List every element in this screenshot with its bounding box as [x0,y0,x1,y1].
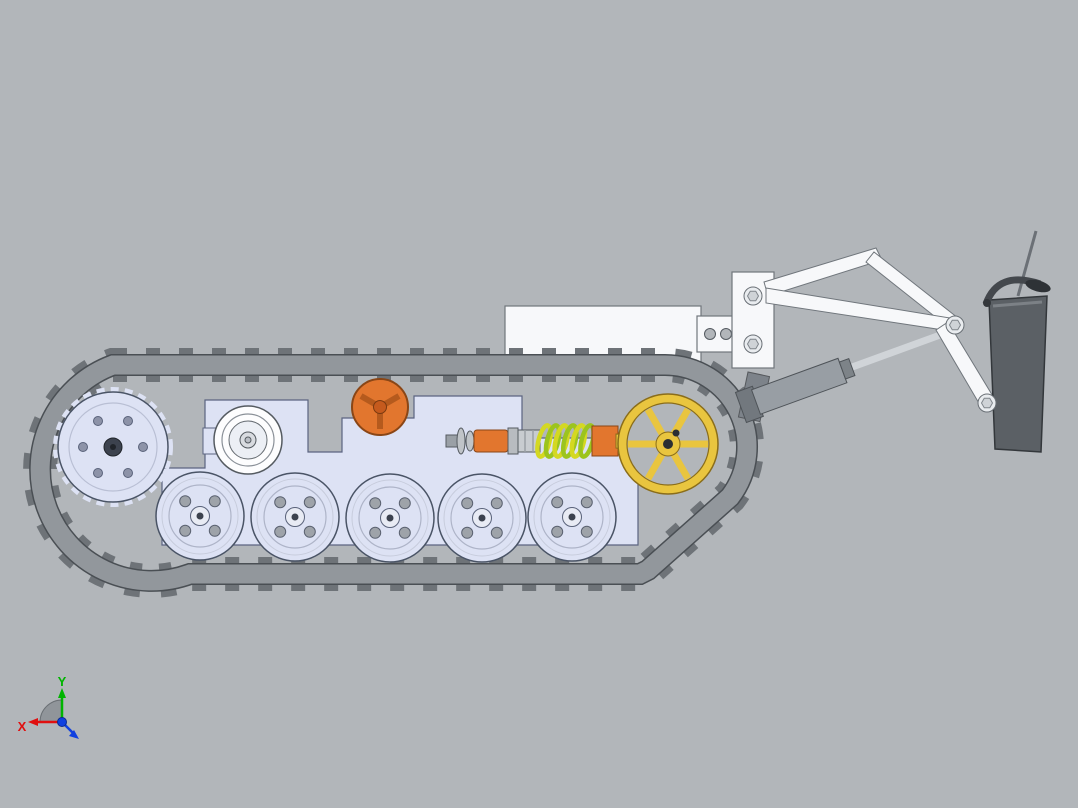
idler-axle [663,439,673,449]
suspension-cylinder [473,429,509,453]
steering-stem [1016,230,1038,297]
tensioner-wheel[interactable] [202,405,283,475]
tensioner-pin [244,436,252,444]
piston-rod [841,328,950,374]
bracket-bolt-bottom [743,334,763,354]
bracket-hole [704,328,716,340]
blade-assembly[interactable] [977,230,1052,453]
drive-wheel-ring [68,402,158,492]
road-wheel-3[interactable] [345,473,435,563]
coil-spring [535,423,596,459]
handlebar-grip [1025,279,1051,293]
sprocket-hub-center [373,400,387,414]
tensioner-ring [221,413,275,467]
bolt-hole [123,416,133,426]
washer [456,427,466,455]
bolt-hole [138,442,148,452]
washer [465,430,475,452]
drive-wheel[interactable] [53,387,173,507]
track-band [30,355,757,591]
bolt-hole [93,416,103,426]
pivot-bolt [945,315,965,335]
track-assembly[interactable] [23,348,764,598]
y-axis-arrow [58,688,66,698]
orientation-triad: Y X [18,674,79,739]
bolt-hole [78,442,88,452]
triad-origin [57,717,67,727]
road-wheel-4[interactable] [437,473,527,563]
x-axis-arrow [28,718,38,726]
hydraulic-cylinder [734,328,950,424]
bracket-bolt-top [743,286,763,306]
blade-bolt [977,393,997,413]
road-wheel-1[interactable] [155,471,245,561]
collar [507,427,519,455]
blade-plate [988,295,1048,453]
cylinder-gland [838,358,856,380]
y-axis-label: Y [58,674,67,689]
steering-assembly[interactable] [731,247,995,424]
idler-wheel[interactable] [617,393,719,495]
handlebar-clamp [983,299,991,307]
x-axis-label: X [18,719,27,734]
bolt-hole [93,468,103,478]
bolt-hole [123,468,133,478]
road-wheel-2[interactable] [250,472,340,562]
road-wheel-5[interactable] [527,472,617,562]
idler-pin [672,429,680,437]
spring-seat [591,425,619,457]
blade-edge-highlight [992,300,1043,308]
bracket-hole [720,328,732,340]
sprocket-hub[interactable] [351,378,409,436]
drive-wheel-pin [110,444,116,450]
drive-wheel-teeth [53,387,173,507]
z-axis-arrow [69,730,79,739]
